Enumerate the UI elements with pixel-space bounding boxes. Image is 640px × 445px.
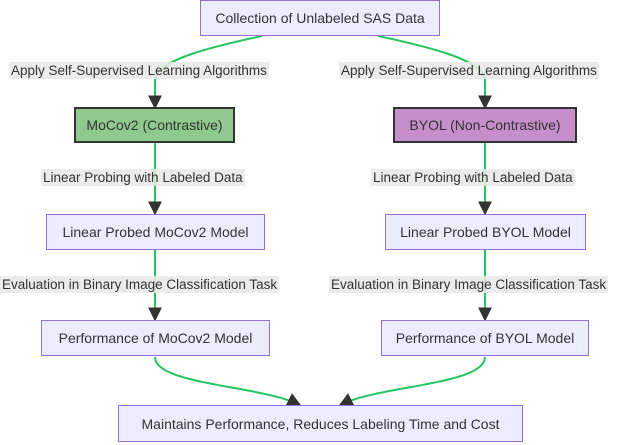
edge-perf-mocov2-to-outcome bbox=[154, 356, 302, 406]
edge-label-apply-ssl-left: Apply Self-Supervised Learning Algorithm… bbox=[9, 62, 269, 79]
node-performance-byol: Performance of BYOL Model bbox=[381, 320, 589, 356]
node-linear-probed-byol: Linear Probed BYOL Model bbox=[385, 214, 586, 250]
edge-perf-byol-to-outcome bbox=[338, 356, 486, 406]
node-byol-non-contrastive: BYOL (Non-Contrastive) bbox=[393, 107, 577, 143]
node-outcome: Maintains Performance, Reduces Labeling … bbox=[118, 405, 523, 442]
edge-label-evaluation-right: Evaluation in Binary Image Classificatio… bbox=[329, 276, 609, 293]
node-mocov2-contrastive: MoCov2 (Contrastive) bbox=[74, 107, 235, 143]
edge-label-apply-ssl-right: Apply Self-Supervised Learning Algorithm… bbox=[339, 62, 599, 79]
node-collection-unlabeled-sas-data: Collection of Unlabeled SAS Data bbox=[200, 0, 440, 36]
edge-label-evaluation-left: Evaluation in Binary Image Classificatio… bbox=[0, 276, 280, 293]
edge-label-linear-probe-right: Linear Probing with Labeled Data bbox=[371, 169, 575, 186]
node-performance-mocov2: Performance of MoCov2 Model bbox=[41, 320, 270, 356]
edge-label-linear-probe-left: Linear Probing with Labeled Data bbox=[41, 169, 245, 186]
node-linear-probed-mocov2: Linear Probed MoCov2 Model bbox=[46, 214, 265, 250]
